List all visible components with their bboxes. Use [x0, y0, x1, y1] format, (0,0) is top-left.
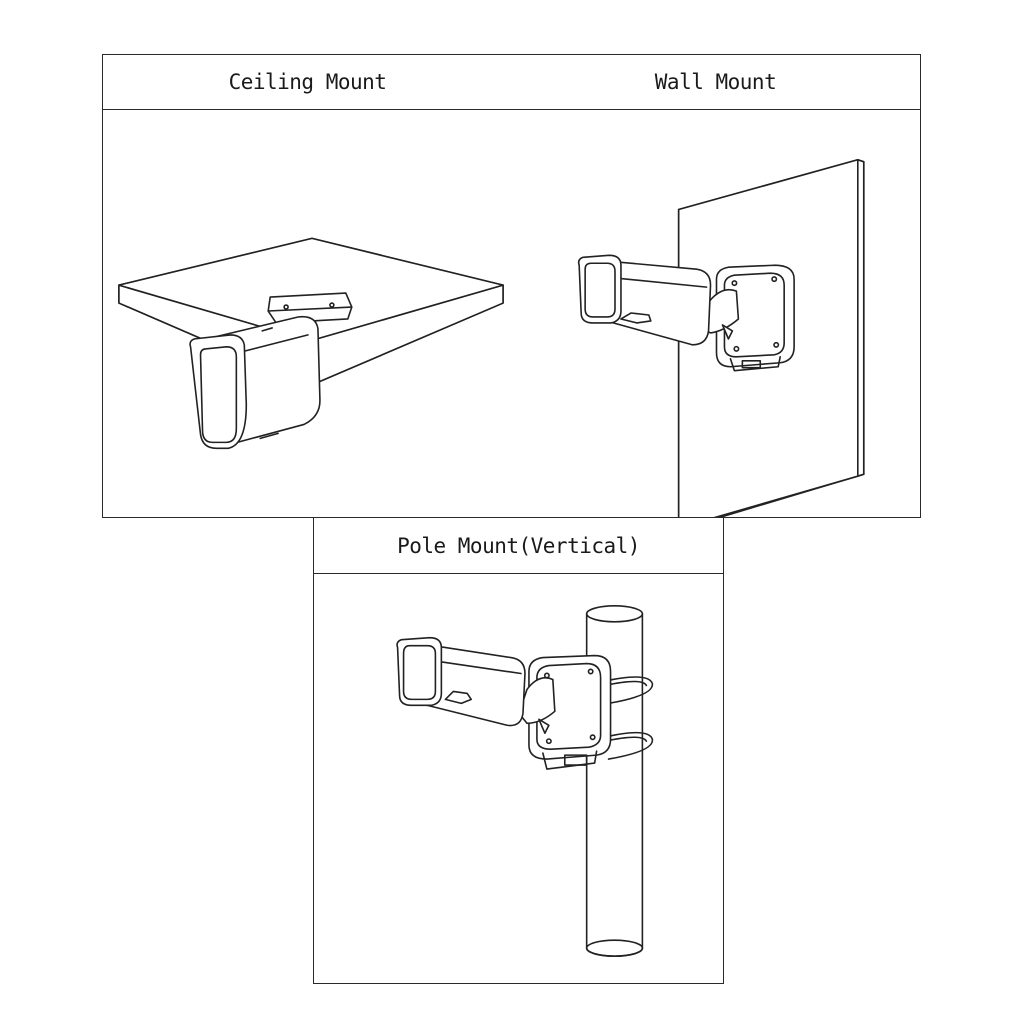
- ceiling-camera-body: [190, 317, 320, 449]
- ceiling-mount-illustration: [103, 110, 512, 517]
- ceiling-mount-title: Ceiling Mount: [103, 55, 512, 110]
- wall-mount-camera-icon: [511, 110, 920, 517]
- pole-mount-illustration: [314, 574, 723, 983]
- pole-mount-camera-icon: [314, 574, 723, 983]
- wall-mount-panel: Wall Mount: [511, 54, 921, 518]
- pole-mount-title: Pole Mount(Vertical): [314, 518, 723, 574]
- pole-camera-body: [397, 638, 525, 726]
- wall-mount-illustration: [511, 110, 920, 517]
- pole-bracket-arm: [519, 678, 555, 733]
- ceiling-mount-camera-icon: [103, 110, 512, 517]
- wall-camera-body: [579, 255, 711, 345]
- wall-mount-title: Wall Mount: [511, 55, 920, 110]
- ceiling-mount-panel: Ceiling Mount: [102, 54, 513, 518]
- pole-mount-panel: Pole Mount(Vertical): [313, 517, 724, 984]
